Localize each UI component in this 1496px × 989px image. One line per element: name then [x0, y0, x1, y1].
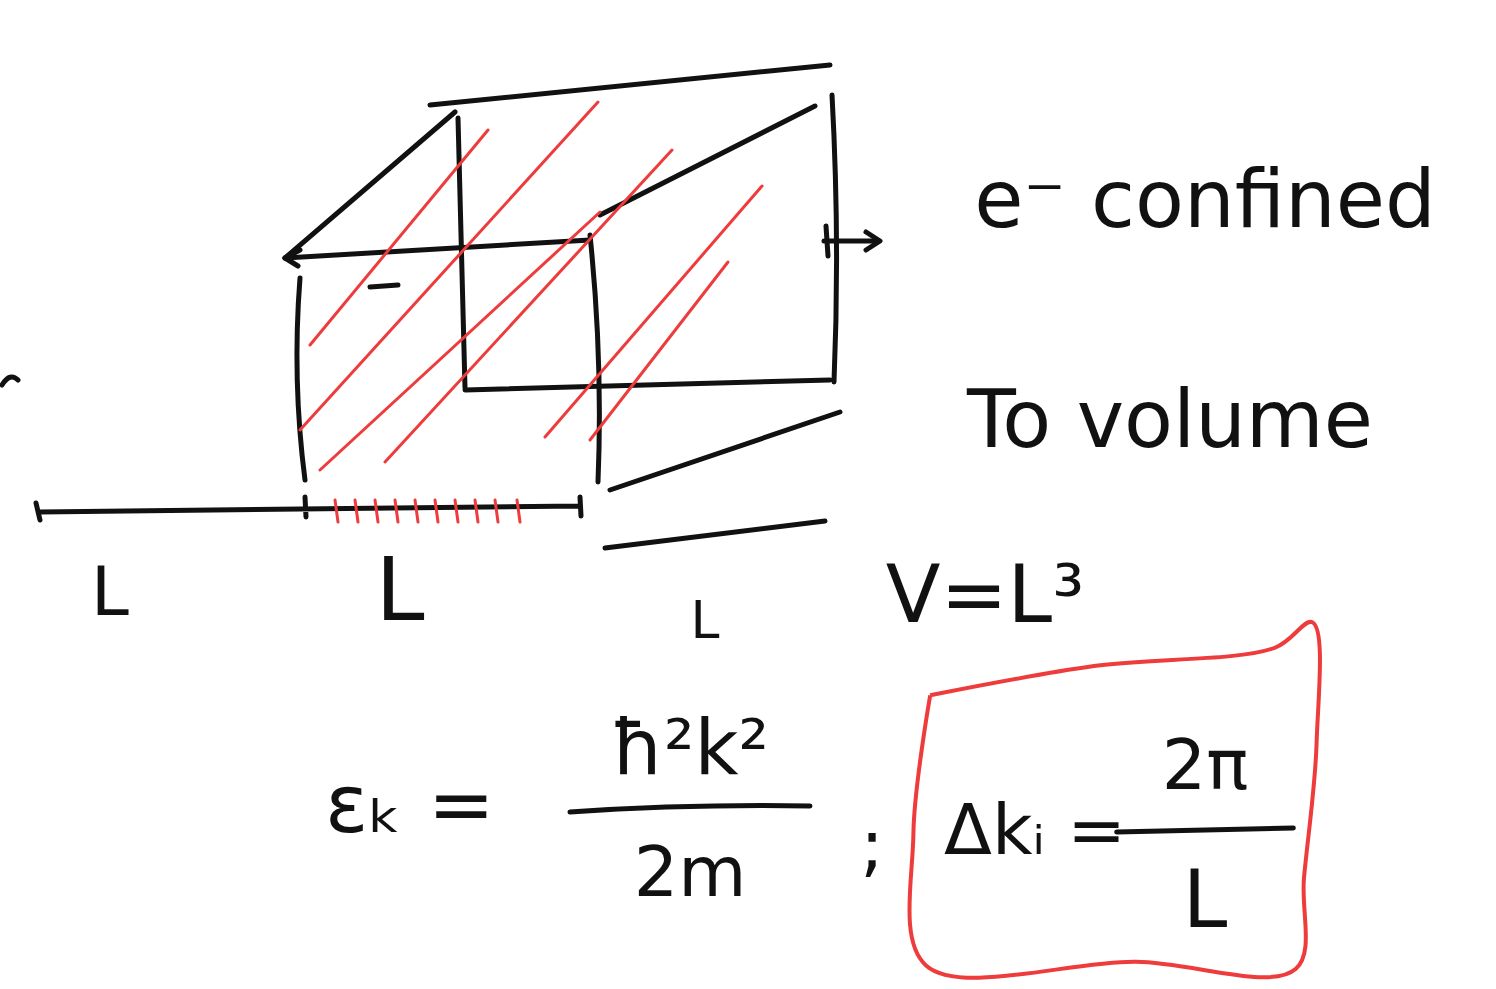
energy-symbol: εₖ =: [325, 765, 495, 845]
cube-edge: [285, 240, 590, 258]
hatch-line: [385, 150, 672, 462]
note-text: To volume: [967, 380, 1373, 460]
arrowhead: [866, 232, 880, 250]
cube-edge: [600, 106, 815, 215]
denominator: L: [1183, 860, 1228, 940]
hatch-line: [300, 102, 598, 430]
length-label: L: [91, 558, 129, 626]
hatch-ticks: [335, 500, 520, 522]
cube-edge: [590, 235, 599, 482]
length-label: L: [691, 594, 720, 646]
dash-mark: [370, 285, 398, 287]
fraction-bar: [1117, 828, 1294, 832]
note-text: e⁻ confined: [974, 160, 1436, 240]
separator: ;: [860, 810, 884, 880]
pointer-arrow: [824, 226, 878, 256]
hatching: [300, 102, 762, 522]
box-border: [909, 622, 1320, 978]
cube-edge: [465, 380, 830, 390]
length-label: L: [375, 546, 424, 634]
numerator: 2π: [1162, 730, 1249, 800]
cube-edge: [430, 65, 830, 105]
fraction-bar: [570, 806, 810, 812]
volume-formula: V=L³: [886, 555, 1084, 635]
cube-edge: [285, 112, 455, 258]
cube-edge: [610, 412, 840, 490]
hatch-line: [320, 212, 600, 470]
formula-box: Δkᵢ = 2πL: [905, 615, 1325, 980]
numerator: ħ²k²: [611, 710, 769, 786]
hatch-line: [545, 186, 762, 437]
hatch-line: [310, 130, 488, 345]
hatch-line: [590, 262, 728, 440]
stray-mark: [2, 377, 18, 385]
cube-outline: [2, 65, 880, 548]
dimension-line: [36, 497, 581, 520]
denominator: 2m: [634, 837, 747, 907]
delta-k-symbol: Δkᵢ =: [944, 795, 1126, 865]
cube-edge: [297, 278, 305, 480]
dimension-line: [605, 521, 825, 548]
